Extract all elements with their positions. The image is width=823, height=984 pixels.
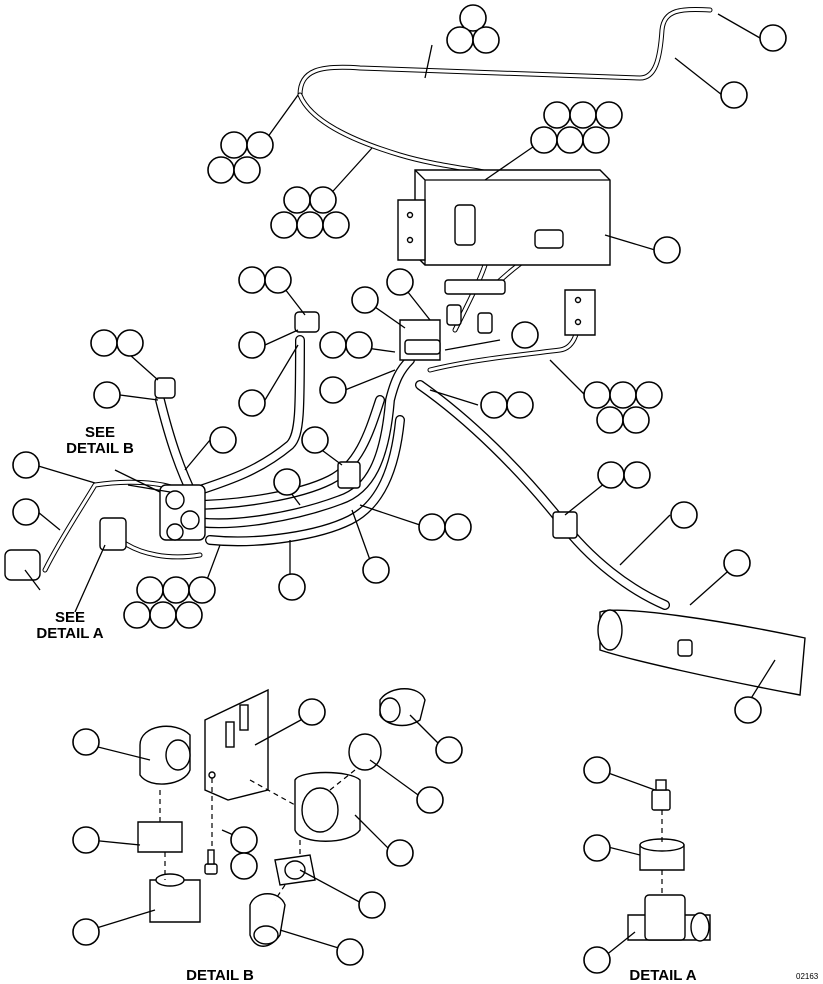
callout-circle: [386, 839, 414, 867]
drain-tank: [552, 511, 806, 696]
see-detail-a-line1: SEE: [54, 609, 85, 626]
box-fittings: [399, 204, 564, 361]
callout-circle: [123, 601, 151, 629]
see-detail-b-label: SEE DETAIL B: [62, 425, 138, 457]
callout-circle: [238, 331, 266, 359]
callout-circle: [162, 576, 190, 604]
callout-circle: [175, 601, 203, 629]
callout-circle: [734, 696, 762, 724]
detail-b-caption: DETAIL B: [186, 967, 254, 984]
callout-circle: [622, 406, 650, 434]
callout-circle: [319, 376, 347, 404]
callout-circle: [583, 756, 611, 784]
callout-circle: [723, 549, 751, 577]
callout-circle: [556, 126, 584, 154]
figure-code: 02163: [796, 972, 819, 981]
callout-circle: [72, 826, 100, 854]
control-box: [397, 169, 611, 336]
callout-circle: [759, 24, 787, 52]
callout-circle: [273, 468, 301, 496]
callout-circle: [583, 946, 611, 974]
callout-circle: [209, 426, 237, 454]
valve-cluster: [4, 311, 361, 581]
see-detail-a-line2: DETAIL A: [36, 625, 104, 642]
callout-circle: [296, 211, 324, 239]
callout-circle: [511, 321, 539, 349]
callout-circle: [623, 461, 651, 489]
callout-circle: [345, 331, 373, 359]
callout-circles: [12, 4, 787, 974]
callout-circle: [12, 451, 40, 479]
callout-circle: [583, 834, 611, 862]
callout-circle: [597, 461, 625, 489]
callout-circle: [116, 329, 144, 357]
callout-circle: [283, 186, 311, 214]
callout-circle: [418, 513, 446, 541]
see-detail-b-line2: DETAIL B: [66, 440, 134, 457]
see-detail-b-line1: SEE: [84, 424, 115, 441]
callout-circle: [264, 266, 292, 294]
callout-circle: [596, 406, 624, 434]
callout-circle: [90, 329, 118, 357]
callout-circle: [319, 331, 347, 359]
callout-circle: [230, 826, 258, 854]
callout-circle: [446, 26, 474, 54]
callout-circle: [238, 389, 266, 417]
callout-circle: [582, 126, 610, 154]
callout-circle: [12, 498, 40, 526]
callout-circle: [188, 576, 216, 604]
callout-circle: [207, 156, 235, 184]
callout-circle: [583, 381, 611, 409]
callout-circle: [278, 573, 306, 601]
detail-a-caption: DETAIL A: [629, 967, 697, 984]
callout-circle: [635, 381, 663, 409]
callout-circle: [386, 268, 414, 296]
callout-circle: [435, 736, 463, 764]
callout-circle: [230, 852, 258, 880]
callout-circle: [351, 286, 379, 314]
callout-circle: [238, 266, 266, 294]
callout-circle: [543, 101, 571, 129]
callout-circle: [595, 101, 623, 129]
callout-circle: [322, 211, 350, 239]
callout-circle: [362, 556, 390, 584]
callout-circle: [93, 381, 121, 409]
callout-circle: [233, 156, 261, 184]
callout-circle: [472, 26, 500, 54]
callout-circle: [270, 211, 298, 239]
callout-circle: [72, 728, 100, 756]
callout-circle: [220, 131, 248, 159]
callout-circle: [720, 81, 748, 109]
callout-circle: [309, 186, 337, 214]
callout-circle: [416, 786, 444, 814]
callout-circle: [358, 891, 386, 919]
callout-circle: [444, 513, 472, 541]
see-detail-a-label: SEE DETAIL A: [32, 610, 108, 642]
callout-circle: [480, 391, 508, 419]
callout-circle: [609, 381, 637, 409]
callout-circle: [506, 391, 534, 419]
callout-circle: [569, 101, 597, 129]
callout-circle: [136, 576, 164, 604]
callout-circle: [301, 426, 329, 454]
callout-circle: [530, 126, 558, 154]
detail-b-parts: [137, 688, 426, 947]
callout-circle: [670, 501, 698, 529]
callout-circle: [336, 938, 364, 966]
callout-circle: [653, 236, 681, 264]
callout-circle: [149, 601, 177, 629]
callout-circle: [72, 918, 100, 946]
callout-circle: [246, 131, 274, 159]
detail-a-parts: [627, 779, 711, 942]
callout-circle: [298, 698, 326, 726]
callout-circle: [459, 4, 487, 32]
